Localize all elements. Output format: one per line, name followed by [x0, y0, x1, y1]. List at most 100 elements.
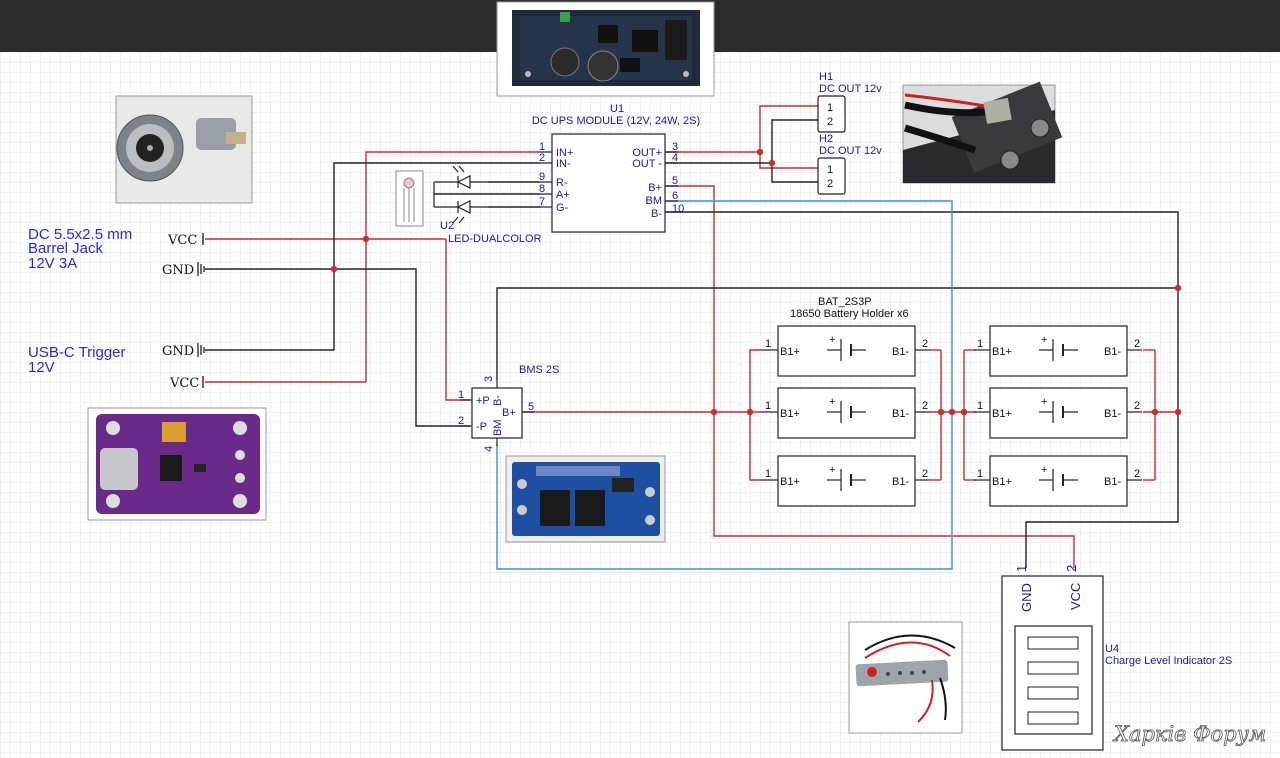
bm-wire	[496, 200, 953, 570]
bms-pin-name: +P	[476, 395, 490, 407]
u1-pin-name: IN-	[556, 158, 571, 170]
photo-bms-board	[505, 455, 666, 543]
u1-pin-num: 6	[672, 190, 678, 202]
cell-pin-num: 1	[977, 338, 983, 350]
bat-ref: BAT_2S3P	[818, 296, 872, 308]
h1-ref: H1	[819, 71, 833, 83]
usbc-trigger-input: USB-C Trigger 12V GND VCC	[28, 343, 205, 391]
barrel-label-3: 12V 3A	[28, 255, 77, 272]
battery-pack-header: BAT_2S3P 18650 Battery Holder x6	[790, 296, 909, 320]
h2-connector: H2 DC OUT 12v 1 2	[817, 133, 882, 195]
usbc-gnd-label: GND	[162, 344, 194, 359]
h1-pin: 2	[827, 116, 833, 128]
u1-pin-name: G-	[556, 202, 569, 214]
bms-pin-num: 5	[528, 401, 534, 413]
cell-sign: +	[1041, 334, 1047, 346]
cell-sign: +	[829, 396, 835, 408]
photo-charge-indicator	[848, 621, 963, 734]
bms-name: BMS 2S	[519, 364, 559, 376]
cell-plus-label: B1+	[992, 408, 1012, 420]
cell-pin-num: 2	[1134, 338, 1140, 350]
u4-vcc-label: VCC	[1068, 583, 1083, 610]
bms-pin-name: -P	[476, 421, 487, 433]
bms-pin-name: B-	[492, 395, 504, 406]
u1-pin-num: 3	[672, 141, 678, 153]
u1-pin-num: 7	[539, 196, 545, 208]
u4-gnd-label: GND	[1019, 583, 1034, 612]
cell-minus-label: B1-	[1104, 346, 1121, 358]
bms-2s: BMS 2S 1 2 3 4 5 +P -P B- BM B+	[458, 364, 559, 452]
u1-pin-num: 9	[539, 171, 545, 183]
u2-dual-led: U2 LED-DUALCOLOR	[395, 165, 542, 245]
cell-sign: +	[1041, 464, 1047, 476]
u1-pin-name: A+	[556, 189, 570, 201]
u1-pin-num: 1	[539, 141, 545, 153]
cell-sign: +	[1041, 396, 1047, 408]
cell-pin-num: 1	[765, 338, 771, 350]
usbc-label-2: 12V	[28, 359, 55, 376]
cell-plus-label: B1+	[992, 476, 1012, 488]
barrel-label-2: Barrel Jack	[28, 240, 104, 257]
h1-pin: 1	[827, 102, 833, 114]
cell-plus-label: B1+	[780, 408, 800, 420]
cell-pin-num: 2	[922, 400, 928, 412]
cell-plus-label: B1+	[780, 476, 800, 488]
cell-pin-num: 2	[1134, 468, 1140, 480]
photo-usbc-trigger	[87, 407, 267, 521]
photo-barrel-jack	[115, 95, 253, 204]
u1-pin-num: 8	[539, 183, 545, 195]
bms-pin-name: B+	[502, 407, 516, 419]
h2-pin: 2	[827, 178, 833, 190]
u1-pin-num: 5	[672, 175, 678, 187]
u1-pin-name: B-	[651, 208, 662, 220]
cell-pin-num: 1	[977, 468, 983, 480]
cell-minus-label: B1-	[1104, 476, 1121, 488]
u1-pin-num: 2	[539, 152, 545, 164]
cell-pin-num: 2	[1134, 400, 1140, 412]
u4-charge-indicator: GND VCC 1 2 U4 Charge Level Indicator 2S	[1001, 565, 1232, 751]
u4-ref: U4	[1105, 643, 1119, 655]
u2-ref: U2	[440, 220, 454, 232]
cell-pin-num: 1	[765, 400, 771, 412]
cell-sign: +	[829, 464, 835, 476]
cell-minus-label: B1-	[1104, 408, 1121, 420]
bms-pin-name: BM	[492, 420, 504, 437]
cell-pin-num: 2	[922, 468, 928, 480]
cell-minus-label: B1-	[892, 408, 909, 420]
u1-title: DC UPS MODULE (12V, 24W, 2S)	[532, 115, 700, 127]
u1-pin-name: OUT -	[632, 158, 662, 170]
battery-cell: B1+ B1- +1 2	[974, 455, 1142, 507]
photo-dc-out-cables	[902, 81, 1063, 184]
cell-plus-label: B1+	[992, 346, 1012, 358]
cell-minus-label: B1-	[892, 346, 909, 358]
u1-pin-name: OUT+	[632, 147, 662, 159]
forum-watermark: Харків Форум	[1112, 722, 1266, 746]
barrel-gnd-label: GND	[162, 263, 194, 278]
u4-pin-num: 1	[1014, 565, 1029, 572]
bms-pin-num: 4	[483, 446, 495, 452]
battery-cell: B1+ B1- +1 2	[762, 387, 930, 439]
u2-name: LED-DUALCOLOR	[448, 233, 542, 245]
h2-ref: H2	[819, 133, 833, 145]
battery-cell: B1+ B1- +1 2	[974, 325, 1142, 377]
barrel-jack-input: DC 5.5x2.5 mm Barrel Jack 12V 3A VCC GND	[28, 226, 205, 278]
u1-pin-name: IN+	[556, 147, 573, 159]
bms-pin-num: 2	[458, 415, 464, 427]
h1-name: DC OUT 12v	[819, 83, 882, 95]
barrel-label-1: DC 5.5x2.5 mm	[28, 226, 132, 243]
bms-pin-num: 3	[483, 376, 495, 382]
h2-pin: 1	[827, 164, 833, 176]
bat-name: 18650 Battery Holder x6	[790, 308, 909, 320]
u4-pin-num: 2	[1064, 565, 1079, 572]
usbc-vcc-label: VCC	[169, 376, 199, 391]
cell-pin-num: 2	[922, 338, 928, 350]
u1-pin-name: BM	[646, 195, 663, 207]
u4-name: Charge Level Indicator 2S	[1105, 655, 1232, 667]
wire-junctions	[330, 148, 1182, 416]
photo-ups-module	[496, 1, 715, 97]
